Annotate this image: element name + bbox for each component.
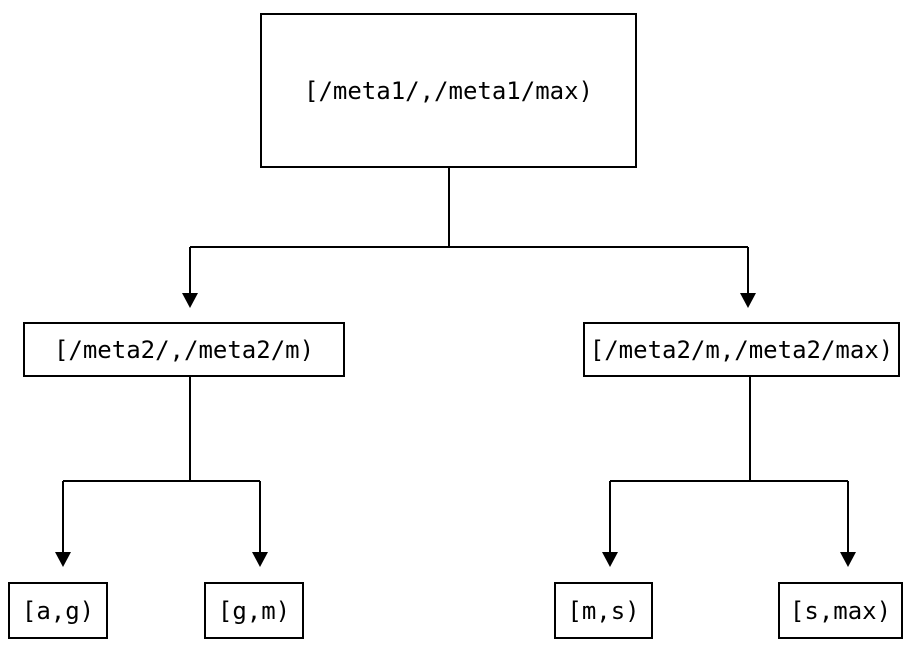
- arrow-down-icon: [55, 552, 71, 567]
- tree-node-label: [/meta1/,/meta1/max): [304, 76, 593, 105]
- tree-node-meta2-left: [/meta2/,/meta2/m): [23, 322, 345, 377]
- tree-node-label: [/meta2/m,/meta2/max): [589, 335, 894, 364]
- tree-leaf-ms: [m,s): [554, 582, 653, 639]
- tree-leaf-smax: [s,max): [778, 582, 903, 639]
- tree-node-label: [g,m): [217, 596, 291, 625]
- arrow-down-icon: [840, 552, 856, 567]
- tree-node-label: [/meta2/,/meta2/m): [53, 335, 315, 364]
- tree-node-meta2-right: [/meta2/m,/meta2/max): [583, 322, 900, 377]
- arrow-down-icon: [740, 293, 756, 308]
- arrow-down-icon: [252, 552, 268, 567]
- tree-leaf-gm: [g,m): [204, 582, 304, 639]
- arrow-down-icon: [182, 293, 198, 308]
- tree-node-label: [m,s): [567, 596, 640, 625]
- tree-node-root: [/meta1/,/meta1/max): [260, 13, 637, 168]
- arrow-down-icon: [602, 552, 618, 567]
- tree-leaf-ag: [a,g): [8, 582, 108, 639]
- tree-node-label: [s,max): [789, 596, 892, 625]
- tree-node-label: [a,g): [21, 596, 95, 625]
